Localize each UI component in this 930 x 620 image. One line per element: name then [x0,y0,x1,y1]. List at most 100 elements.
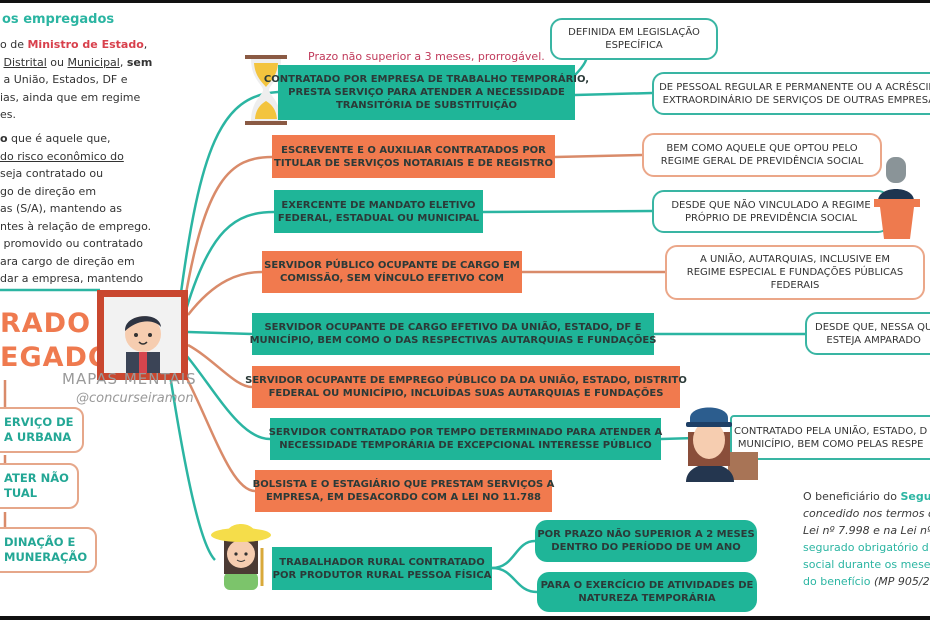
bold-sem: sem [126,55,153,69]
text: PRESTA SERVIÇO PARA ATENDER A NECESSIDAD… [288,87,565,98]
central-title-line2: EGADO [0,342,112,373]
text: TRABALHADOR RURAL CONTRATADO [279,556,485,568]
detail-pessoal-regular: DE PESSOAL REGULAR E PERMANENTE OU A ACR… [652,72,930,115]
text: social durante os mese [803,558,930,571]
top-border [0,0,930,3]
text: CONTRATADO POR EMPRESA DE TRABALHO TEMPO… [263,74,590,85]
text: es. [0,108,16,121]
text: ESPECÍFICA [605,40,663,51]
underlined-text: do risco econômico do [0,149,124,163]
text: TUAL [4,486,38,500]
text: DENTRO DO PERÍODO DE UM ANO [551,542,741,553]
text: O beneficiário do [803,490,901,503]
text: MUNERAÇÃO [4,550,88,564]
text: NECESSIDADE TEMPORÁRIA DE EXCEPCIONAL IN… [279,440,652,451]
text: MUNICÍPIO, BEM COMO O DAS RESPECTIVAS AU… [249,335,657,346]
text: TITULAR DE SERVIÇOS NOTARIAIS E DE REGIS… [274,157,553,169]
text: POR PRODUTOR RURAL PESSOA FÍSICA [272,569,492,581]
text: (MP 905/2 [870,575,930,588]
underlined-municipal: Municipal [67,55,120,69]
text: EXTRAORDINÁRIO DE SERVIÇOS DE OUTRAS EMP… [662,94,930,106]
text: BEM COMO AQUELE QUE OPTOU PELO [666,143,858,154]
central-title-line1: RADO [0,308,92,339]
text: go de direção em [0,184,97,198]
text: ERVIÇO DE [4,415,74,429]
watermark-handle: @concurseiramon [76,391,194,406]
text: do benefício [803,575,871,588]
text: MUNICÍPIO, BEM COMO PELAS RESPE [737,438,924,450]
branch-trabalho-temporario: CONTRATADO POR EMPRESA DE TRABALHO TEMPO… [264,65,589,120]
text: o de [0,38,28,51]
text: concedido nos termos d [803,507,930,520]
text: FEDERAL OU MUNICÍPIO, INCLUÍDAS SUAS AUT… [268,388,664,399]
text: EMPRESA, EM DESACORDO COM A LEI NO 11.78… [265,492,542,503]
branch-cargo-efetivo: SERVIDOR OCUPANTE DE CARGO EFETIVO DA UN… [249,313,657,355]
text: que é aquele que, [7,132,111,145]
bold-text: o [0,132,8,145]
text: a União, Estados, DF e [3,73,128,86]
text: seja contratado ou [0,167,104,180]
side-note-seguro: O beneficiário do Segur concedido nos te… [803,488,930,590]
highlight-ministro: Ministro de Estado [27,38,144,51]
text: as (S/A), mantendo as [0,202,122,215]
hourglass-icon [245,55,287,129]
text: PARA O EXERCÍCIO DE ATIVIDADES DE [540,580,754,591]
text: ESTEJA AMPARADO [826,334,921,346]
bottom-border [0,616,930,620]
text: EXERCENTE DE MANDATO ELETIVO [281,199,476,211]
text: , [119,55,127,69]
farmer-icon [210,518,272,594]
paragraph-ministro: o de Ministro de Estado, Distrital ou Mu… [0,36,152,124]
text: DESDE QUE, NESSA QU [815,321,930,333]
highlight-seguro: Segur [900,490,930,503]
branch-emprego-publico: SERVIDOR OCUPANTE DE EMPREGO PÚBLICO DA … [245,366,687,408]
text: SERVIDOR OCUPANTE DE EMPREGO PÚBLICO DA … [245,375,687,386]
text: PRÓPRIO DE PREVIDÊNCIA SOCIAL [684,212,858,224]
postal-worker-icon [682,402,762,486]
watermark-title: MAPAS MENTAIS [62,370,197,388]
text: A URBANA [4,430,72,444]
text: BOLSISTA E O ESTAGIÁRIO QUE PRESTAM SERV… [252,479,555,490]
text: CONTRATADO PELA UNIÃO, ESTADO, D [734,425,928,437]
text: COMISSÃO, SEM VÍNCULO EFETIVO COM [280,273,504,284]
text: segurado obrigatório d [803,541,929,554]
podium-speaker-icon [874,155,920,243]
text: dar a empresa, mantendo [0,272,144,285]
text: NATUREZA TEMPORÁRIA [578,593,716,604]
rural-child-atividades: PARA O EXERCÍCIO DE ATIVIDADES DE NATUREZ… [537,572,757,612]
text: Lei nº 7.998 e na Lei nº 1 [803,524,930,537]
underlined-distrital: Distrital [3,55,47,69]
text: REGIME GERAL DE PREVIDÊNCIA SOCIAL [660,156,864,167]
detail-regime-geral: BEM COMO AQUELE QUE OPTOU PELO REGIME GER… [642,133,882,177]
text: TRANSITÓRIA DE SUBSTITUIÇÃO [335,100,518,111]
text: DEFINIDA EM LEGISLAÇÃO [568,27,700,38]
text: SERVIDOR PÚBLICO OCUPANTE DE CARGO EM [264,260,520,271]
text: ntes à relação de emprego. [0,219,152,233]
detail-legislacao: DEFINIDA EM LEGISLAÇÃO ESPECÍFICA [550,18,718,60]
branch-tempo-determinado: SERVIDOR CONTRATADO POR TEMPO DETERMINAD… [269,418,662,460]
text: , [143,38,148,51]
text: promovido ou contratado [3,237,144,250]
text: REGIME ESPECIAL E FUNDAÇÕES PÚBLICAS [686,267,904,278]
branch-bolsista-estagiario: BOLSISTA E O ESTAGIÁRIO QUE PRESTAM SERV… [252,470,555,512]
text: ATER NÃO [4,471,69,485]
text: FEDERAIS [770,280,820,291]
text: FEDERAL, ESTADUAL OU MUNICIPAL [277,212,480,224]
text: ias, ainda que em regime [0,90,141,104]
branch-cargo-comissao: SERVIDOR PÚBLICO OCUPANTE DE CARGO EM COM… [262,251,522,293]
paragraph-diretor: o que é aquele que, do risco econômico d… [0,130,151,288]
section-heading: os empregados [2,12,115,27]
employee-portrait-icon [97,290,188,380]
text: ESCREVENTE E O AUXILIAR CONTRATADOS POR [281,144,546,156]
